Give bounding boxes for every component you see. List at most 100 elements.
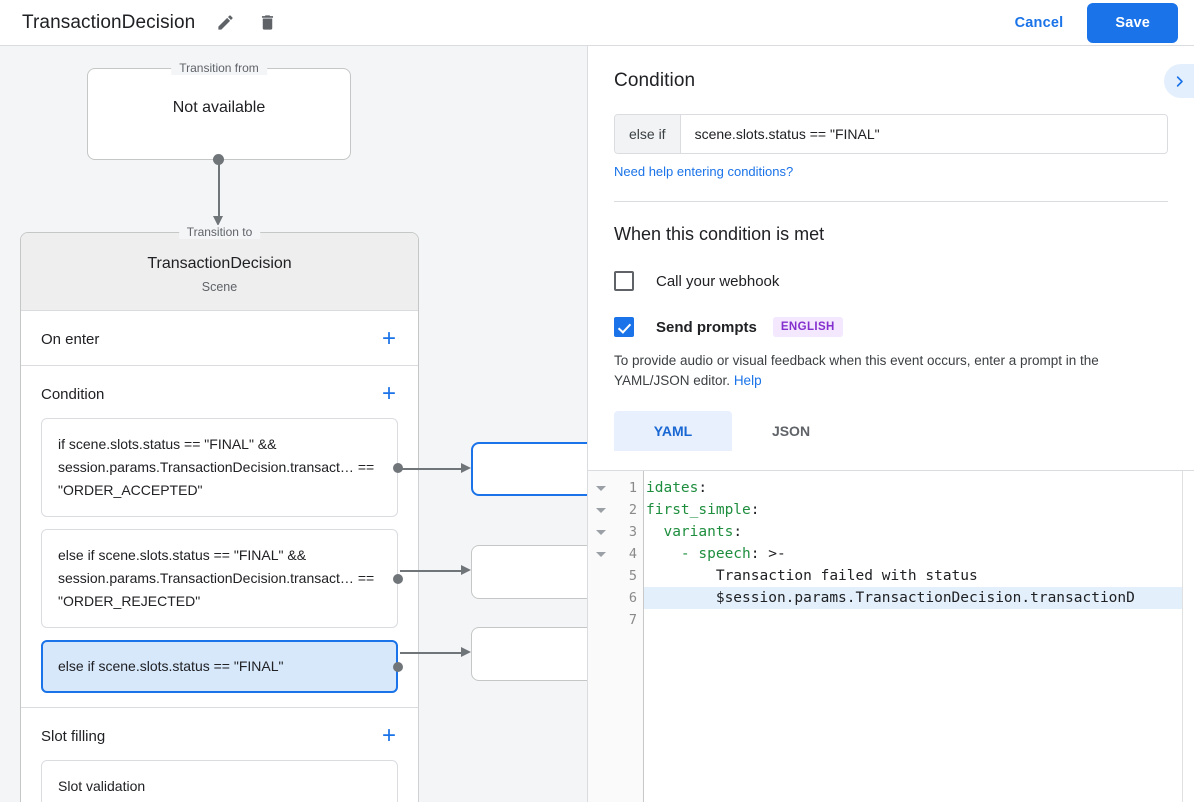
line-number: 1 xyxy=(628,480,637,496)
prompts-hint: To provide audio or visual feedback when… xyxy=(614,351,1168,391)
edge-1 xyxy=(400,468,463,470)
condition-chip-2[interactable]: else if scene.slots.status == "FINAL" &&… xyxy=(41,529,403,628)
code-rest: Transaction failed with status xyxy=(715,568,978,584)
editor-code-area[interactable]: idates: first_simple: variants: - speech… xyxy=(644,471,1194,802)
code-sep: : xyxy=(750,546,760,562)
send-prompts-checkbox[interactable] xyxy=(614,317,634,337)
code-rest: >- xyxy=(759,546,786,562)
connector-dot-icon xyxy=(393,573,403,584)
code-key: speech xyxy=(698,546,751,562)
code-line-1: idates: xyxy=(644,477,1194,499)
panel-divider xyxy=(614,201,1168,202)
webhook-row: Call your webhook xyxy=(614,271,1168,291)
code-line-7 xyxy=(644,609,1194,631)
code-line-4: - speech: >- xyxy=(644,543,1194,565)
section-on-enter: On enter + xyxy=(21,311,418,366)
code-indent xyxy=(646,524,663,540)
code-line-3: variants: xyxy=(644,521,1194,543)
gutter-line: 7 xyxy=(588,609,643,631)
section-slot-filling: Slot filling + Slot validation xyxy=(21,708,418,802)
gutter-line: 6 xyxy=(588,587,643,609)
cancel-button[interactable]: Cancel xyxy=(1001,7,1078,39)
condition-details-panel: Condition else if Need help entering con… xyxy=(587,46,1194,802)
code-key: first_simple xyxy=(646,502,751,518)
top-app-bar: TransactionDecision Cancel Save xyxy=(0,0,1194,46)
edge-2-arrow-icon xyxy=(461,565,471,575)
gutter-line: 3 xyxy=(588,521,643,543)
add-slot-filling-button[interactable]: + xyxy=(381,722,396,749)
gutter-line: 2 xyxy=(588,499,643,521)
prompts-hint-text: To provide audio or visual feedback when… xyxy=(614,353,1099,388)
scene-graph-canvas[interactable]: Transition from Not available Transition… xyxy=(0,46,587,802)
slot-validation-chip[interactable]: Slot validation xyxy=(41,760,398,802)
fold-toggle-icon[interactable] xyxy=(596,529,606,535)
edge-2 xyxy=(400,570,463,572)
connector-dot-icon xyxy=(393,462,403,473)
target-node-3[interactable] xyxy=(471,627,587,681)
edge-3 xyxy=(400,652,463,654)
code-sep: : xyxy=(750,502,760,518)
condition-chip-1[interactable]: if scene.slots.status == "FINAL" && sess… xyxy=(41,418,403,517)
add-on-enter-button[interactable]: + xyxy=(381,325,396,352)
topbar-actions: Cancel Save xyxy=(1001,2,1194,43)
code-key: idates xyxy=(646,480,699,496)
code-key: variants xyxy=(663,524,734,540)
code-sep: : xyxy=(733,524,743,540)
fold-toggle-icon[interactable] xyxy=(596,485,606,491)
condition-help-link[interactable]: Need help entering conditions? xyxy=(614,164,794,179)
condition-chip-3-text: else if scene.slots.status == "FINAL" xyxy=(58,658,284,674)
page-title: TransactionDecision xyxy=(22,11,196,33)
line-number: 2 xyxy=(628,502,637,518)
pencil-icon xyxy=(218,15,233,30)
call-webhook-checkbox[interactable] xyxy=(614,271,634,291)
gutter-line: 4 xyxy=(588,543,643,565)
edit-button[interactable] xyxy=(211,9,239,37)
code-indent xyxy=(646,590,716,606)
send-prompts-row: Send prompts ENGLISH xyxy=(614,317,1168,337)
section-title-condition: Condition xyxy=(41,385,105,403)
tab-yaml[interactable]: YAML xyxy=(614,411,732,451)
transition-to-node: Transition to TransactionDecision Scene xyxy=(21,225,418,311)
add-condition-button[interactable]: + xyxy=(381,380,396,407)
panel-heading: Condition xyxy=(614,70,696,91)
prompts-help-link[interactable]: Help xyxy=(733,373,762,388)
fold-toggle-icon[interactable] xyxy=(596,507,606,513)
yaml-editor[interactable]: 1 2 3 4 5 6 7 idates: first_simple: vari… xyxy=(588,470,1194,802)
code-indent xyxy=(646,568,716,584)
editor-format-tabs: YAML JSON xyxy=(614,411,1168,451)
condition-expression-input[interactable] xyxy=(680,115,1167,153)
editor-scrollbar[interactable] xyxy=(1182,471,1194,802)
section-header-condition: Condition + xyxy=(21,366,418,406)
scene-type: Scene xyxy=(201,280,238,294)
save-button[interactable]: Save xyxy=(1087,2,1178,43)
tab-json[interactable]: JSON xyxy=(771,423,811,439)
target-node-1[interactable] xyxy=(471,442,587,496)
edge-3-arrow-icon xyxy=(461,647,471,657)
condition-prefix-label: else if xyxy=(615,115,681,153)
line-number: 4 xyxy=(628,546,637,562)
connector-dot-icon xyxy=(393,661,403,672)
transition-to-legend: Transition to xyxy=(178,225,261,239)
target-node-2[interactable] xyxy=(471,545,587,599)
gutter-line: 1 xyxy=(588,477,643,499)
arrow-head-icon xyxy=(213,216,223,226)
line-number: 6 xyxy=(628,590,637,606)
line-number: 7 xyxy=(628,612,637,628)
gutter-line: 5 xyxy=(588,565,643,587)
condition-expression-row: else if xyxy=(614,114,1168,154)
editor-gutter: 1 2 3 4 5 6 7 xyxy=(588,471,644,802)
transition-from-value: Not available xyxy=(172,99,266,116)
arrow-line xyxy=(218,162,220,218)
code-line-2: first_simple: xyxy=(644,499,1194,521)
language-badge: ENGLISH xyxy=(772,317,843,337)
arrow-dot-icon xyxy=(213,154,224,165)
collapse-panel-button[interactable] xyxy=(1164,64,1194,98)
line-number: 5 xyxy=(628,568,637,584)
fold-toggle-icon[interactable] xyxy=(596,551,606,557)
delete-button[interactable] xyxy=(253,9,281,37)
section-title-on-enter: On enter xyxy=(41,330,100,348)
condition-chip-1-text: if scene.slots.status == "FINAL" && sess… xyxy=(58,436,375,498)
condition-chip-3[interactable]: else if scene.slots.status == "FINAL" xyxy=(41,640,403,693)
scene-name: TransactionDecision xyxy=(147,255,292,272)
section-title-slot-filling: Slot filling xyxy=(41,727,106,745)
